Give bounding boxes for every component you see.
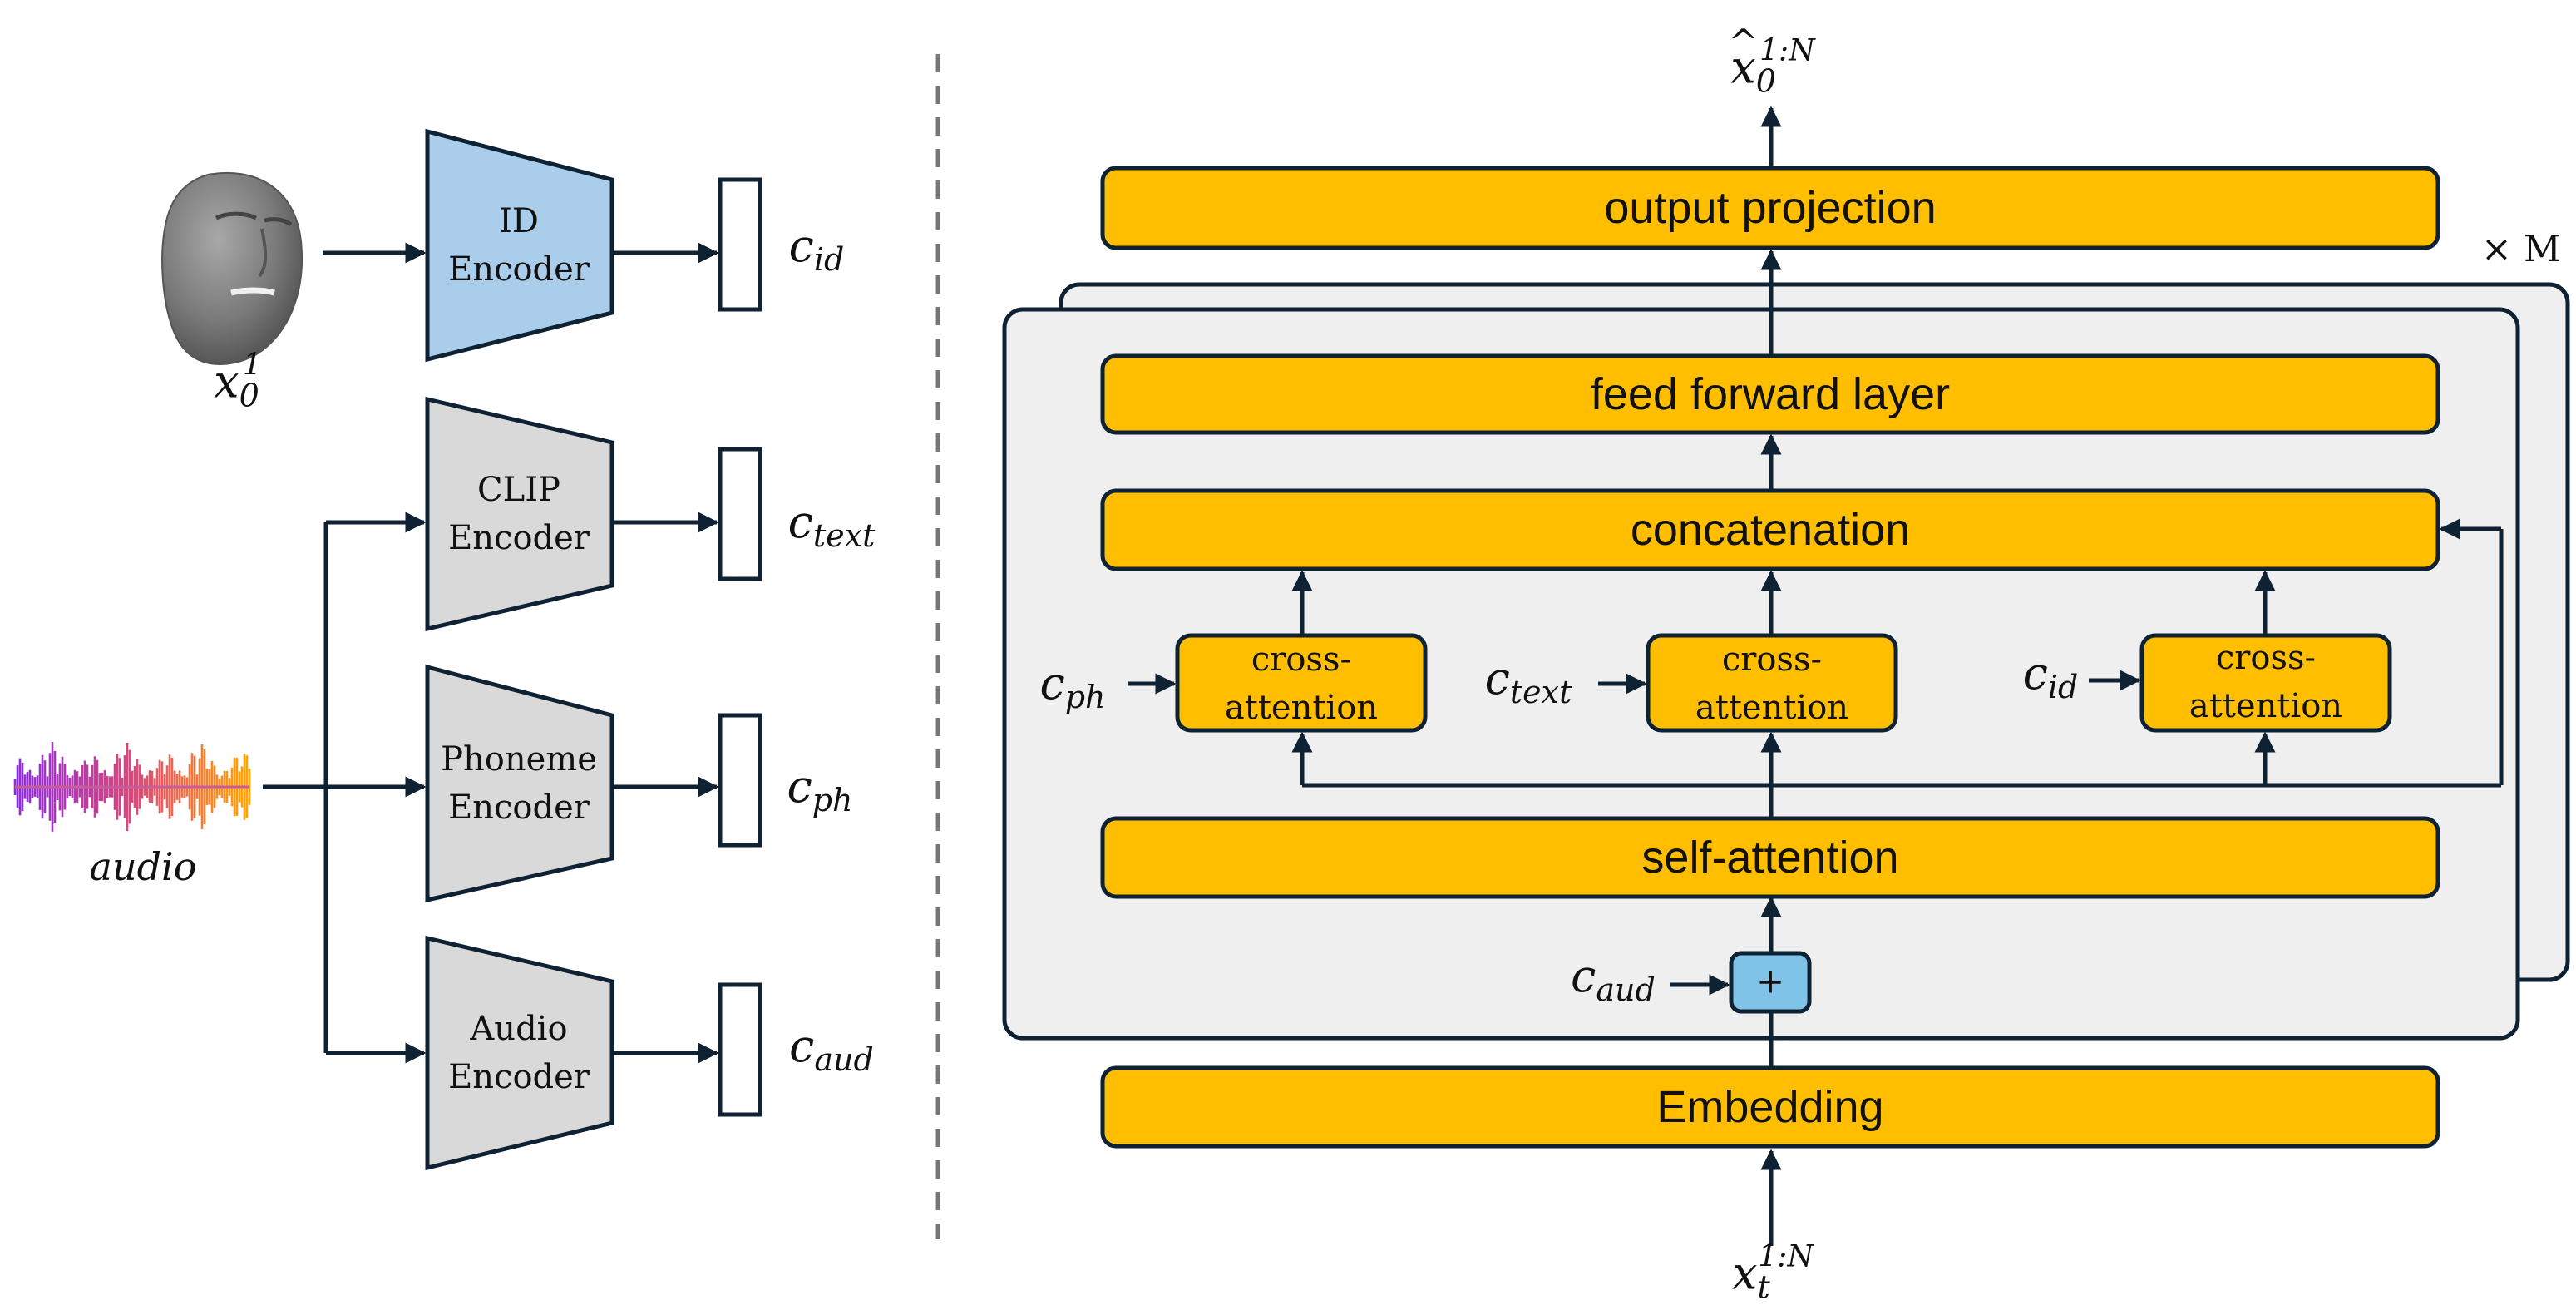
- audio-label: audio: [89, 844, 197, 889]
- cross-attention-text-cond: ctext: [1484, 651, 1572, 711]
- audio-waveform-icon: [13, 742, 251, 832]
- self-attention-label: self-attention: [1641, 833, 1899, 882]
- c-text-label: ctext: [787, 495, 876, 555]
- cross-attention-ph-cond: cph: [1039, 656, 1106, 716]
- embedding-label: Embedding: [1656, 1082, 1884, 1132]
- clip-encoder-shape: [425, 396, 614, 632]
- output-label: x01:N: [1730, 36, 1814, 97]
- cross-attention-ph-label: cross-attention: [1224, 640, 1379, 727]
- c-id-vector: [718, 177, 762, 312]
- concatenation-label: concatenation: [1630, 505, 1911, 555]
- cross-attention-id-cond: cid: [2022, 646, 2079, 706]
- c-aud-label: caud: [789, 1019, 874, 1079]
- plus-icon: +: [1757, 958, 1784, 1006]
- audio-encoder-shape: [425, 935, 614, 1171]
- face-label: x01: [214, 348, 262, 414]
- c-ph-vector: [718, 713, 762, 848]
- c-text-vector: [718, 447, 762, 581]
- phoneme-encoder-shape: [425, 664, 614, 903]
- c-id-label: cid: [788, 219, 845, 279]
- input-label: xt1:N: [1732, 1239, 1814, 1306]
- repeat-label: × M: [2481, 228, 2561, 270]
- output-projection-label: output projection: [1604, 183, 1937, 233]
- c-aud-vector: [718, 982, 762, 1117]
- cross-attention-text-label: cross-attention: [1695, 640, 1849, 727]
- face-mesh-icon: [160, 171, 303, 365]
- feed-forward-label: feed forward layer: [1590, 369, 1951, 419]
- cross-attention-id-label: cross-attention: [2189, 639, 2343, 725]
- c-ph-label: cph: [787, 759, 853, 819]
- id-encoder-shape: [425, 128, 614, 363]
- add-cond-label: caud: [1571, 949, 1656, 1009]
